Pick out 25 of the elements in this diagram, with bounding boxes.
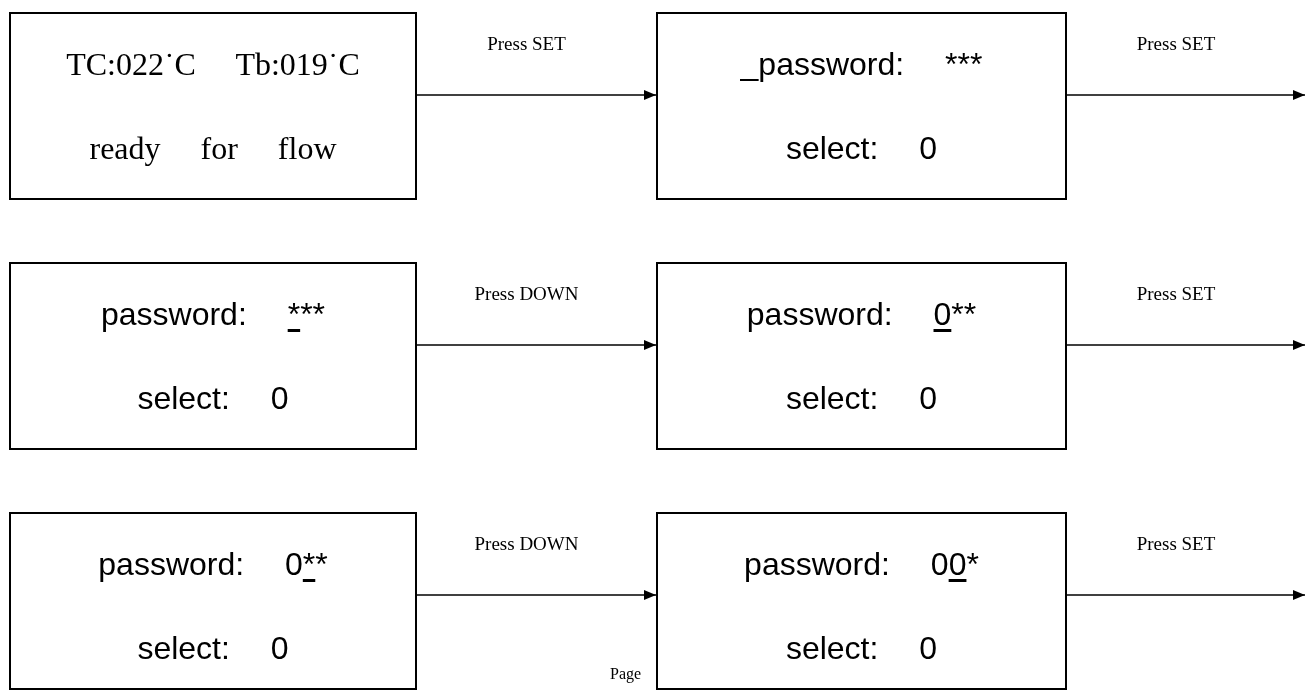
arrow xyxy=(416,90,657,100)
arrow xyxy=(1066,590,1306,600)
arrow xyxy=(1066,340,1306,350)
state-box xyxy=(656,512,1067,690)
state-box xyxy=(9,512,417,690)
display-text: password: 00* xyxy=(744,545,979,584)
display-text: password: *** xyxy=(100,295,326,334)
display-text: ready for flow xyxy=(89,129,337,168)
state-box xyxy=(9,262,417,450)
arrow xyxy=(416,340,657,350)
state-box xyxy=(656,262,1067,450)
display-text: select: 0 xyxy=(785,629,938,668)
page-footer: Page xyxy=(610,666,642,682)
display-text: password: 0** xyxy=(746,295,977,334)
arrow xyxy=(416,590,657,600)
display-text: select: 0 xyxy=(785,129,938,168)
state-box xyxy=(9,12,417,200)
display-text: TC:022˙C Tb:019˙C xyxy=(66,45,360,84)
display-text: _password: *** xyxy=(740,45,983,84)
display-text: select: 0 xyxy=(137,629,289,668)
display-text: select: 0 xyxy=(785,379,938,418)
state-box xyxy=(656,12,1067,200)
arrow xyxy=(1066,90,1306,100)
display-text: password: 0** xyxy=(98,545,328,584)
display-text: select: 0 xyxy=(137,379,289,418)
